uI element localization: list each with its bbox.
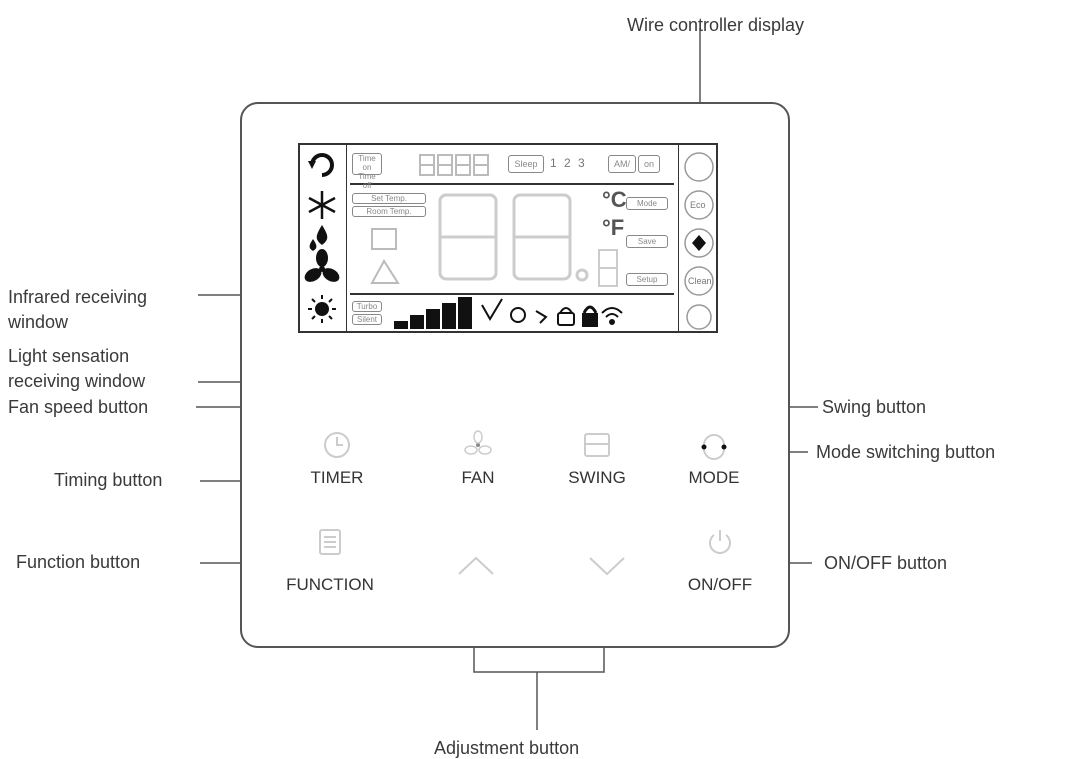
function-button[interactable]: FUNCTION (270, 527, 390, 594)
lcd-small-digits (419, 154, 489, 176)
lcd-divider-right (678, 145, 679, 331)
child-lock-icon (557, 312, 575, 326)
lcd-status-icons (370, 228, 400, 284)
lock-icon (582, 313, 598, 327)
sun-icon (308, 295, 336, 323)
mode-label: MODE (688, 468, 740, 487)
callout-infrared-2: window (8, 312, 69, 332)
callout-function: Function button (16, 552, 141, 572)
lcd-save-box: Save (626, 235, 668, 248)
vertical-swing-icon (510, 307, 526, 323)
fan-icon (304, 249, 340, 282)
eco-icon (684, 190, 714, 220)
lcd-setup-box: Setup (626, 273, 668, 286)
callout-light-1: Light sensation (8, 346, 130, 366)
chevron-down-icon (589, 557, 625, 576)
callout-timing: Timing button (54, 470, 163, 490)
callout-adjustment: Adjustment button (434, 738, 580, 758)
plasma-icon (535, 310, 548, 324)
power-icon (709, 530, 731, 554)
fan-icon (464, 430, 492, 455)
lcd-room-temp: Room Temp. (352, 206, 426, 217)
fan-speed-bars (394, 297, 472, 329)
mode-button[interactable]: MODE (656, 430, 772, 490)
lcd-sleep-2: 2 (564, 156, 571, 170)
lcd-sleep-3: 3 (578, 156, 585, 170)
lcd-am-box: AM/ (608, 155, 636, 173)
lcd-divider-bottom (350, 293, 674, 295)
water-drop-icon (309, 225, 328, 251)
lcd-mode-icons (304, 153, 340, 323)
lcd-bottom-icons (394, 297, 623, 329)
lcd-sleep-1: 1 (550, 156, 557, 170)
chevron-up-icon (458, 556, 494, 575)
lcd-set-temp: Set Temp. (352, 193, 426, 204)
self-clean-icon (684, 152, 714, 182)
swing-button[interactable]: SWING (539, 430, 655, 490)
callout-onoff: ON/OFF button (824, 553, 948, 573)
function-label: FUNCTION (286, 575, 374, 594)
mode-cycle-icon (701, 434, 727, 460)
lcd-celsius: °C (602, 187, 627, 212)
lcd-display: Time on Time off Sleep 1 2 3 AM/ on Set … (298, 143, 718, 333)
list-icon (319, 529, 341, 555)
lcd-eco: Eco (690, 200, 706, 210)
swing-icon (584, 433, 610, 457)
callout-infrared-1: Infrared receiving (8, 287, 148, 307)
clock-icon (324, 432, 350, 458)
lcd-fahrenheit: °F (602, 215, 625, 240)
filter-icon (686, 304, 712, 330)
mode-cycle-icon (308, 153, 334, 177)
callout-mode: Mode switching button (816, 442, 996, 462)
lcd-big-digits (438, 193, 589, 282)
onoff-button[interactable]: ON/OFF (662, 527, 778, 594)
clean-icon (684, 266, 714, 296)
callout-light-2: receiving window (8, 371, 146, 391)
lcd-sleep-box: Sleep (508, 155, 544, 173)
callout-fan-speed: Fan speed button (8, 397, 149, 417)
lcd-silent: Silent (352, 314, 382, 325)
callout-wire-display: Wire controller display (627, 15, 805, 35)
callout-swing: Swing button (822, 397, 927, 417)
lcd-divider-top (350, 183, 674, 185)
onoff-label: ON/OFF (687, 575, 753, 594)
lcd-small-digit (598, 249, 618, 287)
fan-button[interactable]: FAN (420, 430, 536, 490)
lcd-divider-left (346, 145, 347, 331)
lcd-on-box: on (638, 155, 660, 173)
lcd-timer-off: Time off (358, 172, 376, 190)
swing-label: SWING (568, 468, 626, 487)
timer-label: TIMER (310, 468, 364, 487)
timer-button[interactable]: TIMER (279, 430, 395, 490)
up-button[interactable] (418, 527, 537, 607)
snowflake-icon (308, 191, 336, 219)
down-button[interactable] (537, 527, 656, 607)
fan-label: FAN (461, 468, 495, 487)
lcd-turbo: Turbo (352, 301, 382, 312)
swing-check-icon (481, 298, 503, 321)
health-icon (684, 228, 714, 258)
lcd-timer-on: Time on (358, 154, 376, 172)
lcd-clean: Clean (688, 276, 712, 286)
wifi-icon (601, 307, 623, 325)
lcd-mode-box: Mode (626, 197, 668, 210)
lcd-right-icons (684, 152, 714, 330)
lcd-timer-box: Time on Time off (352, 153, 382, 190)
